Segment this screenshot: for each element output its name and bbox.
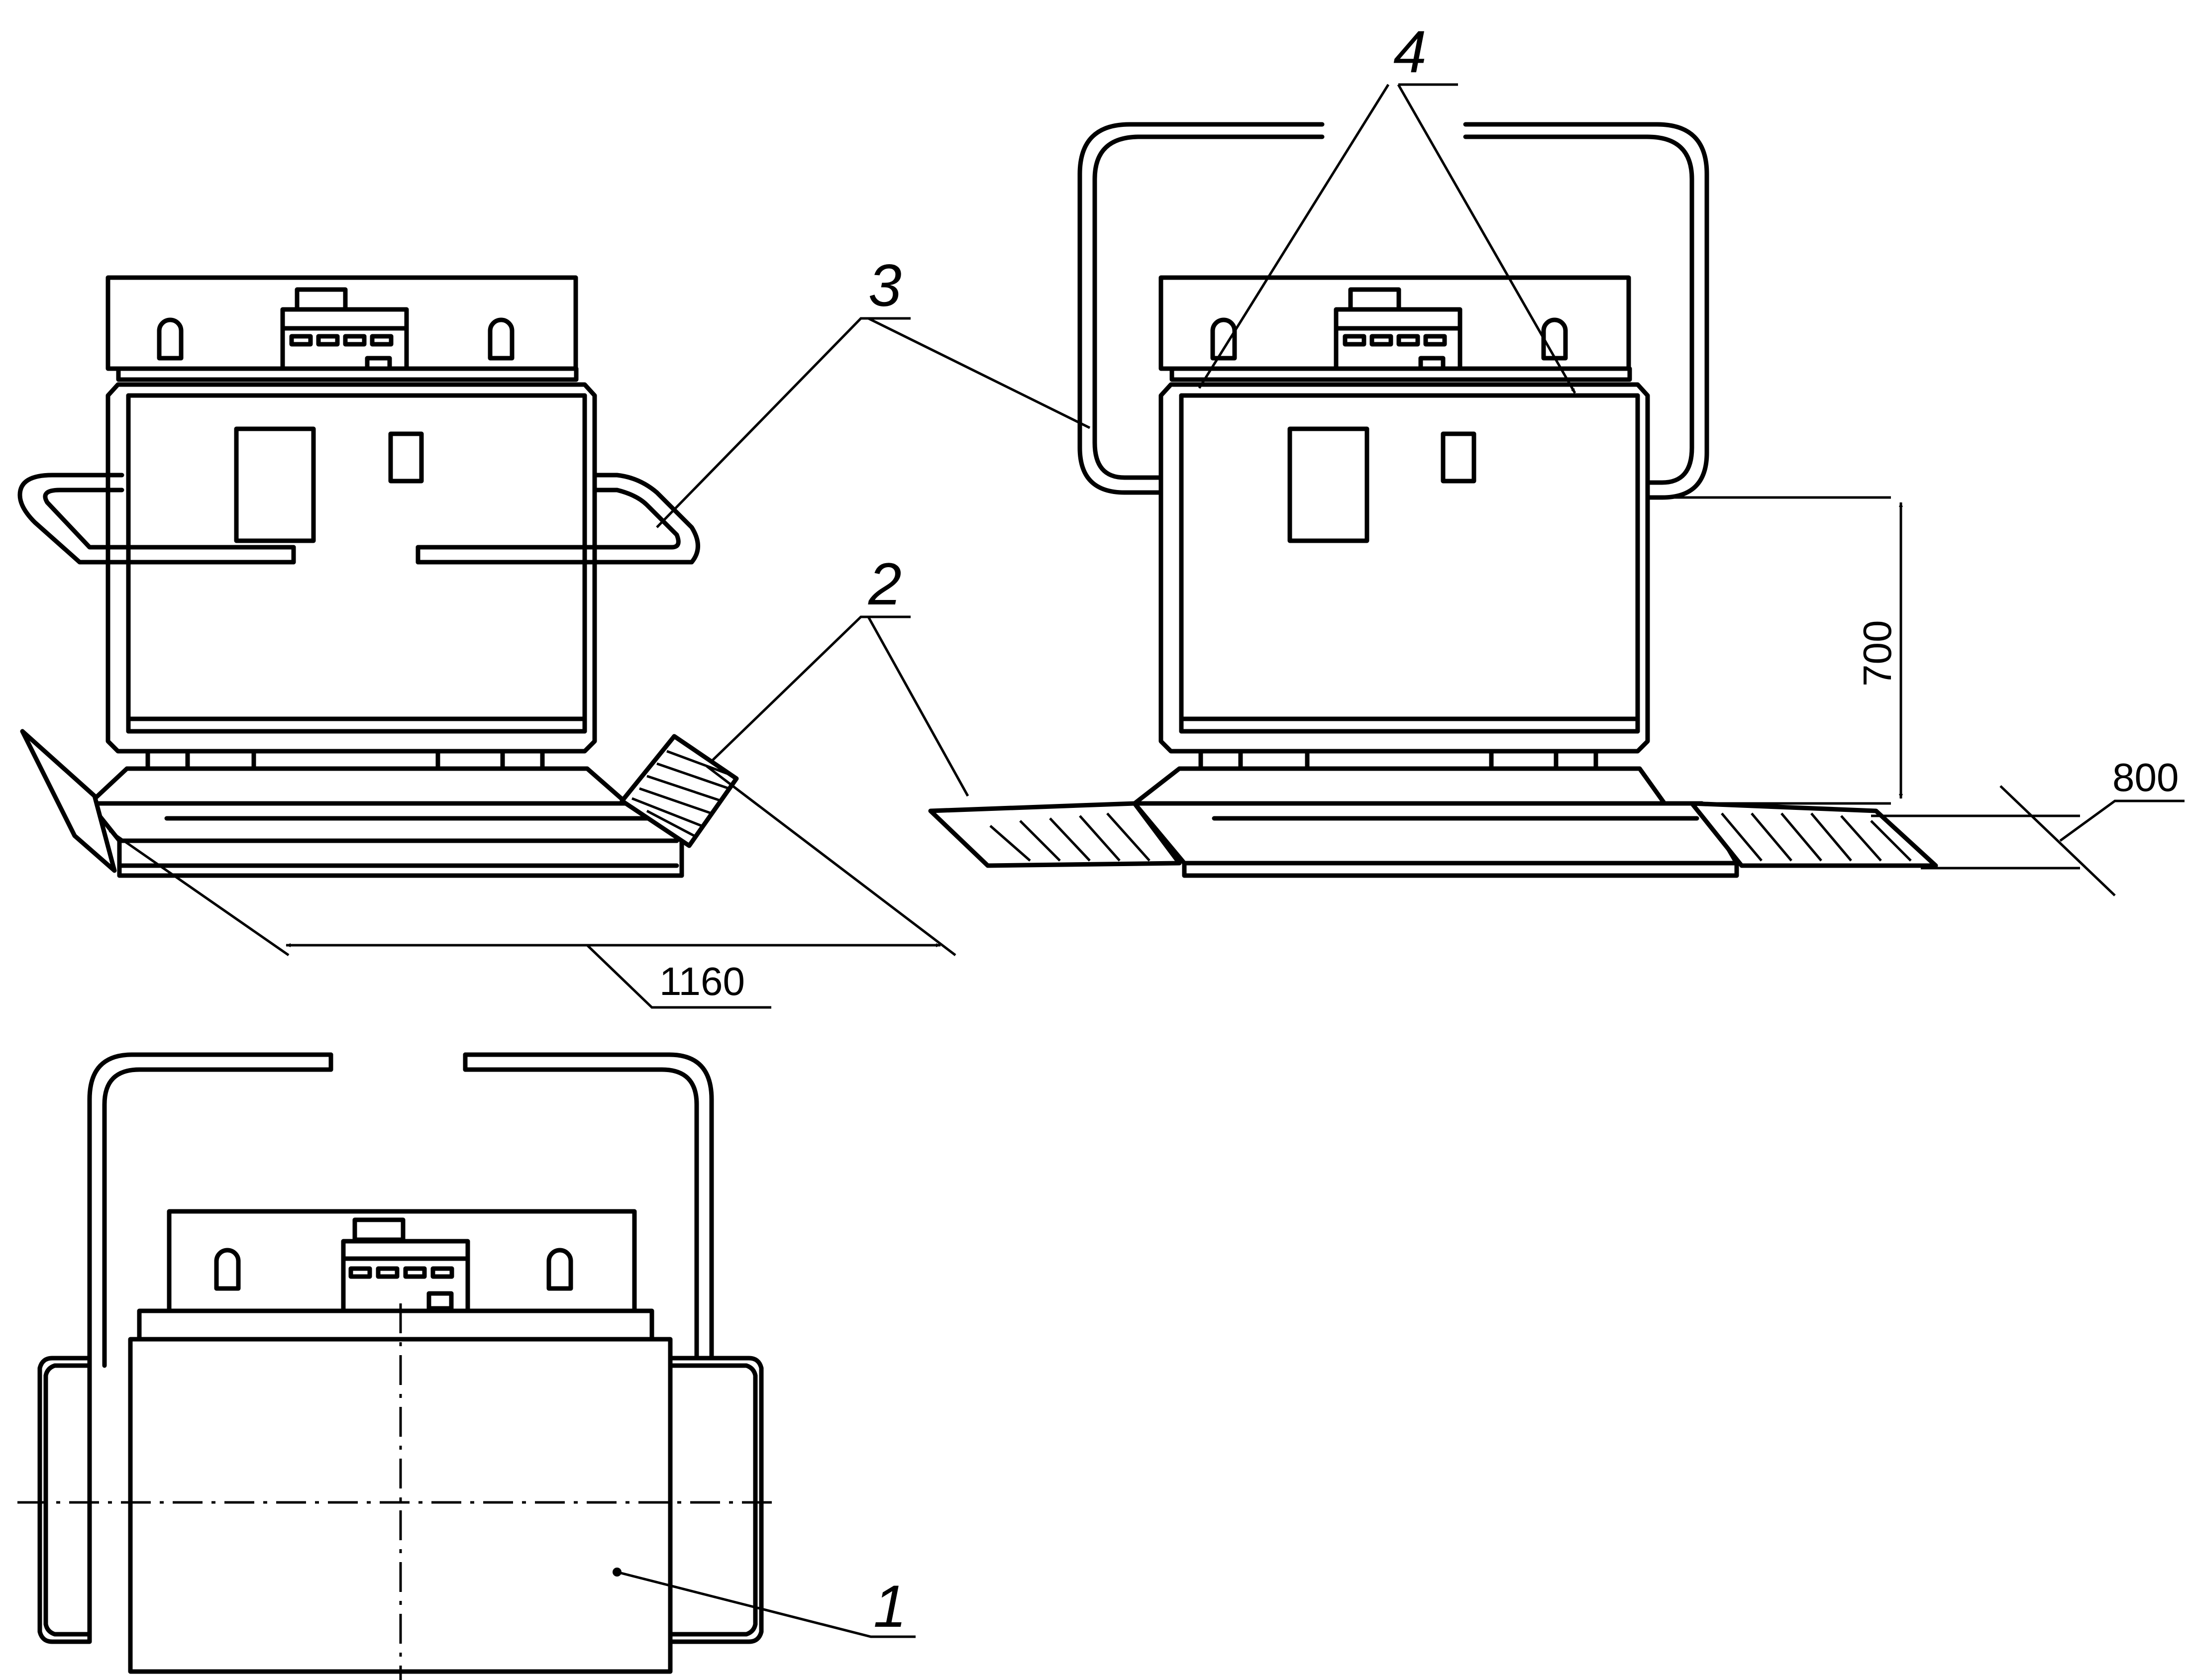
callout-1-label: 1 — [873, 1573, 907, 1640]
dimension-1160-label: 1160 — [659, 959, 745, 1003]
callout-2-label: 2 — [868, 551, 902, 617]
view-side-deployed — [928, 122, 2185, 896]
dimension-800-label: 800 — [2112, 755, 2179, 799]
view-top — [17, 1052, 776, 1680]
callout-4-label: 4 — [1393, 18, 1427, 85]
dimension-700-label: 700 — [1855, 620, 1899, 687]
callout-leaders — [613, 83, 1576, 1638]
callout-3-label: 3 — [868, 252, 902, 319]
view-side-folded — [17, 275, 956, 1009]
